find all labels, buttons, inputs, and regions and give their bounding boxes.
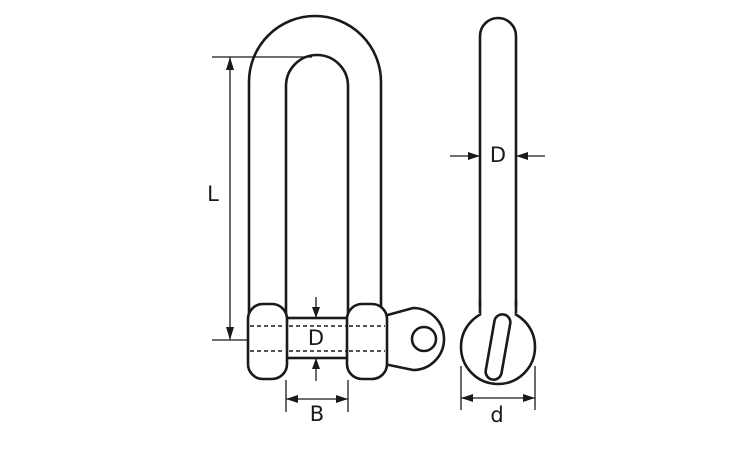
side-view: [459, 16, 537, 386]
eye-diameter-label: d: [490, 403, 503, 427]
eye-arrow-right: [523, 394, 535, 402]
dimension-width: B: [285, 380, 349, 426]
side-pin-head: [484, 313, 512, 381]
right-lug: [345, 302, 389, 381]
width-label: B: [310, 402, 324, 426]
length-label: L: [207, 182, 219, 206]
width-arrow-right: [336, 395, 348, 403]
pin-diameter-arrow-top: [312, 307, 320, 318]
dimension-eye-diameter: d: [460, 366, 536, 427]
width-arrow-left: [286, 395, 298, 403]
shackle-body: [247, 14, 383, 332]
length-arrow-bottom: [226, 327, 234, 340]
left-lug: [246, 302, 289, 381]
dimension-body-diameter: D: [450, 143, 545, 167]
body-diameter-arrow-left: [468, 152, 480, 160]
body-diameter-label: D: [490, 143, 506, 167]
front-view: [246, 14, 446, 381]
dimension-length: L: [207, 56, 312, 341]
eye-arrow-left: [461, 394, 473, 402]
dimension-pin-diameter: D: [308, 297, 324, 381]
side-eye-neck: [481, 300, 515, 318]
pin-eye-hole: [410, 325, 438, 353]
side-body: [478, 16, 518, 307]
length-arrow-top: [226, 57, 234, 70]
body-diameter-arrow-right: [516, 152, 528, 160]
pin-diameter-arrow-bottom: [312, 358, 320, 369]
pin-diameter-label: D: [308, 326, 324, 350]
